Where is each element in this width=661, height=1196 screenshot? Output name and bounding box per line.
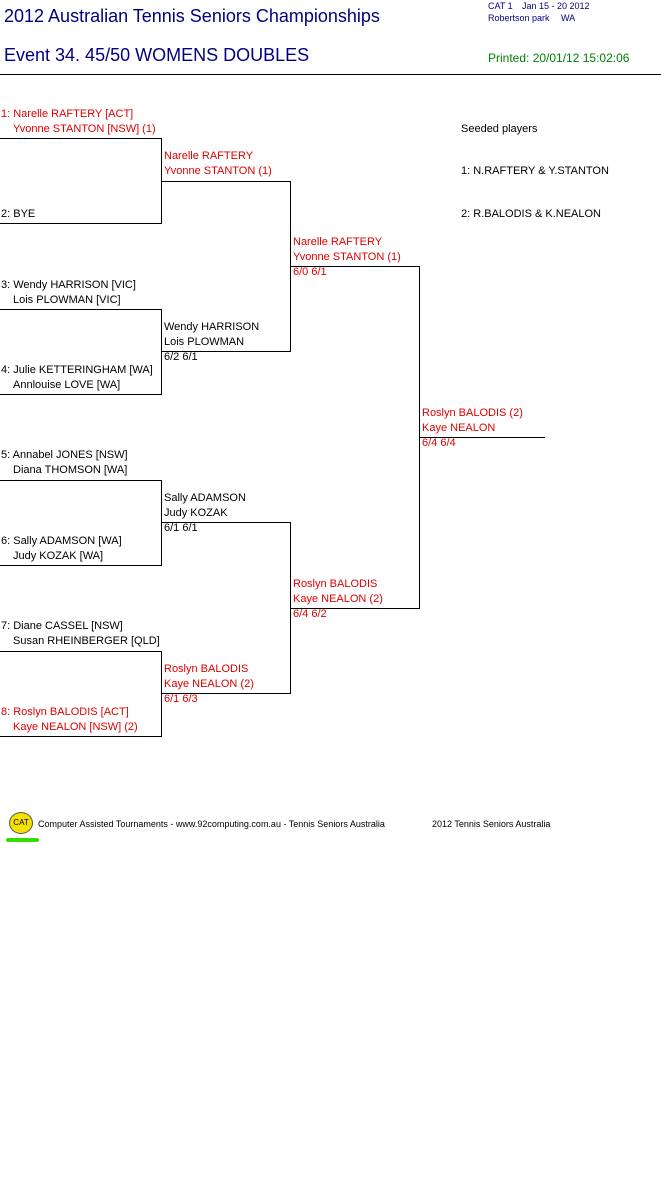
r1-connector-3 [161,480,162,566]
sf-entry-2-score: 6/4 6/2 [293,608,327,620]
r1-line-1 [0,138,161,139]
r1-entry-6-line1: 6: Sally ADAMSON [WA] [1,535,122,547]
sf-entry-2-line1: Roslyn BALODIS [293,578,378,590]
venue-state: WA [561,13,576,23]
seeded-title: Seeded players [461,123,538,135]
r1-line-4 [0,394,161,395]
r1-entry-2-line1: 2: BYE [1,208,36,220]
r2-entry-2-line2: Lois PLOWMAN [164,336,245,348]
r1-entry-7-line1: 7: Diane CASSEL [NSW] [1,620,123,632]
logo-underline [6,838,39,842]
r2-entry-3-score: 6/1 6/1 [164,522,198,534]
r1-line-2 [0,223,161,224]
footer-credit: Computer Assisted Tournaments - www.92co… [38,819,385,829]
category-label: CAT 1 [488,1,513,11]
r1-connector-4 [161,651,162,737]
r2-entry-4-score: 6/1 6/3 [164,693,198,705]
seeded-item-1: 1: N.RAFTERY & Y.STANTON [461,165,609,177]
sf-line-1 [290,266,419,267]
r1-entry-8-line1: 8: Roslyn BALODIS [ACT] [1,706,129,718]
r1-entry-5-line2: Diana THOMSON [WA] [13,464,128,476]
sf-entry-1-line1: Narelle RAFTERY [293,236,383,248]
r1-entry-4-line1: 4: Julie KETTERINGHAM [WA] [1,364,153,376]
r1-line-8 [0,736,161,737]
r1-line-3 [0,309,161,310]
final-line1: Roslyn BALODIS (2) [422,407,523,419]
r2-line-2 [161,351,290,352]
r1-entry-6-line2: Judy KOZAK [WA] [13,550,104,562]
r2-line-4 [161,693,290,694]
final-line2: Kaye NEALON [422,422,496,434]
r2-entry-4-line1: Roslyn BALODIS [164,663,249,675]
seeded-item-2: 2: R.BALODIS & K.NEALON [461,208,601,220]
footer-copyright: 2012 Tennis Seniors Australia [432,819,551,829]
r1-line-7 [0,651,161,652]
sf-entry-1-score: 6/0 6/1 [293,266,327,278]
r2-entry-2-score: 6/2 6/1 [164,351,198,363]
r2-entry-1-line1: Narelle RAFTERY [164,150,254,162]
sf-entry-2-line2: Kaye NEALON (2) [293,593,383,605]
sf-line-2 [290,608,419,609]
r2-entry-1-line2: Yvonne STANTON (1) [164,165,272,177]
printed-timestamp: Printed: 20/01/12 15:02:06 [488,51,630,65]
r2-entry-2-line1: Wendy HARRISON [164,321,260,333]
header-divider [0,74,661,75]
page-title: 2012 Australian Tennis Seniors Champions… [4,6,380,26]
r2-entry-3-line1: Sally ADAMSON [164,492,246,504]
event-title: Event 34. 45/50 WOMENS DOUBLES [4,45,310,65]
r1-entry-7-line2: Susan RHEINBERGER [QLD] [13,635,160,647]
r2-entry-4-line2: Kaye NEALON (2) [164,678,254,690]
r1-entry-8-line2: Kaye NEALON [NSW] (2) [13,721,138,733]
r1-line-5 [0,480,161,481]
r1-entry-4-line2: Annlouise LOVE [WA] [13,379,121,391]
final-line [419,437,545,438]
event-dates: Jan 15 - 20 2012 [522,1,590,11]
cat-logo-icon: CAT [9,812,33,834]
venue: Robertson park [488,13,550,23]
r1-entry-1-line1: 1: Narelle RAFTERY [ACT] [1,108,134,120]
r1-line-6 [0,565,161,566]
final-score: 6/4 6/4 [422,437,456,449]
r1-connector-2 [161,309,162,395]
r1-entry-3-line1: 3: Wendy HARRISON [VIC] [1,279,136,291]
r1-entry-5-line1: 5: Annabel JONES [NSW] [1,449,128,461]
r2-entry-3-line2: Judy KOZAK [164,507,228,519]
r2-line-3 [161,522,290,523]
r1-entry-1-line2: Yvonne STANTON [NSW] (1) [13,123,156,135]
r1-entry-3-line2: Lois PLOWMAN [VIC] [13,294,121,306]
r2-line-1 [161,181,290,182]
sf-entry-1-line2: Yvonne STANTON (1) [293,251,401,263]
